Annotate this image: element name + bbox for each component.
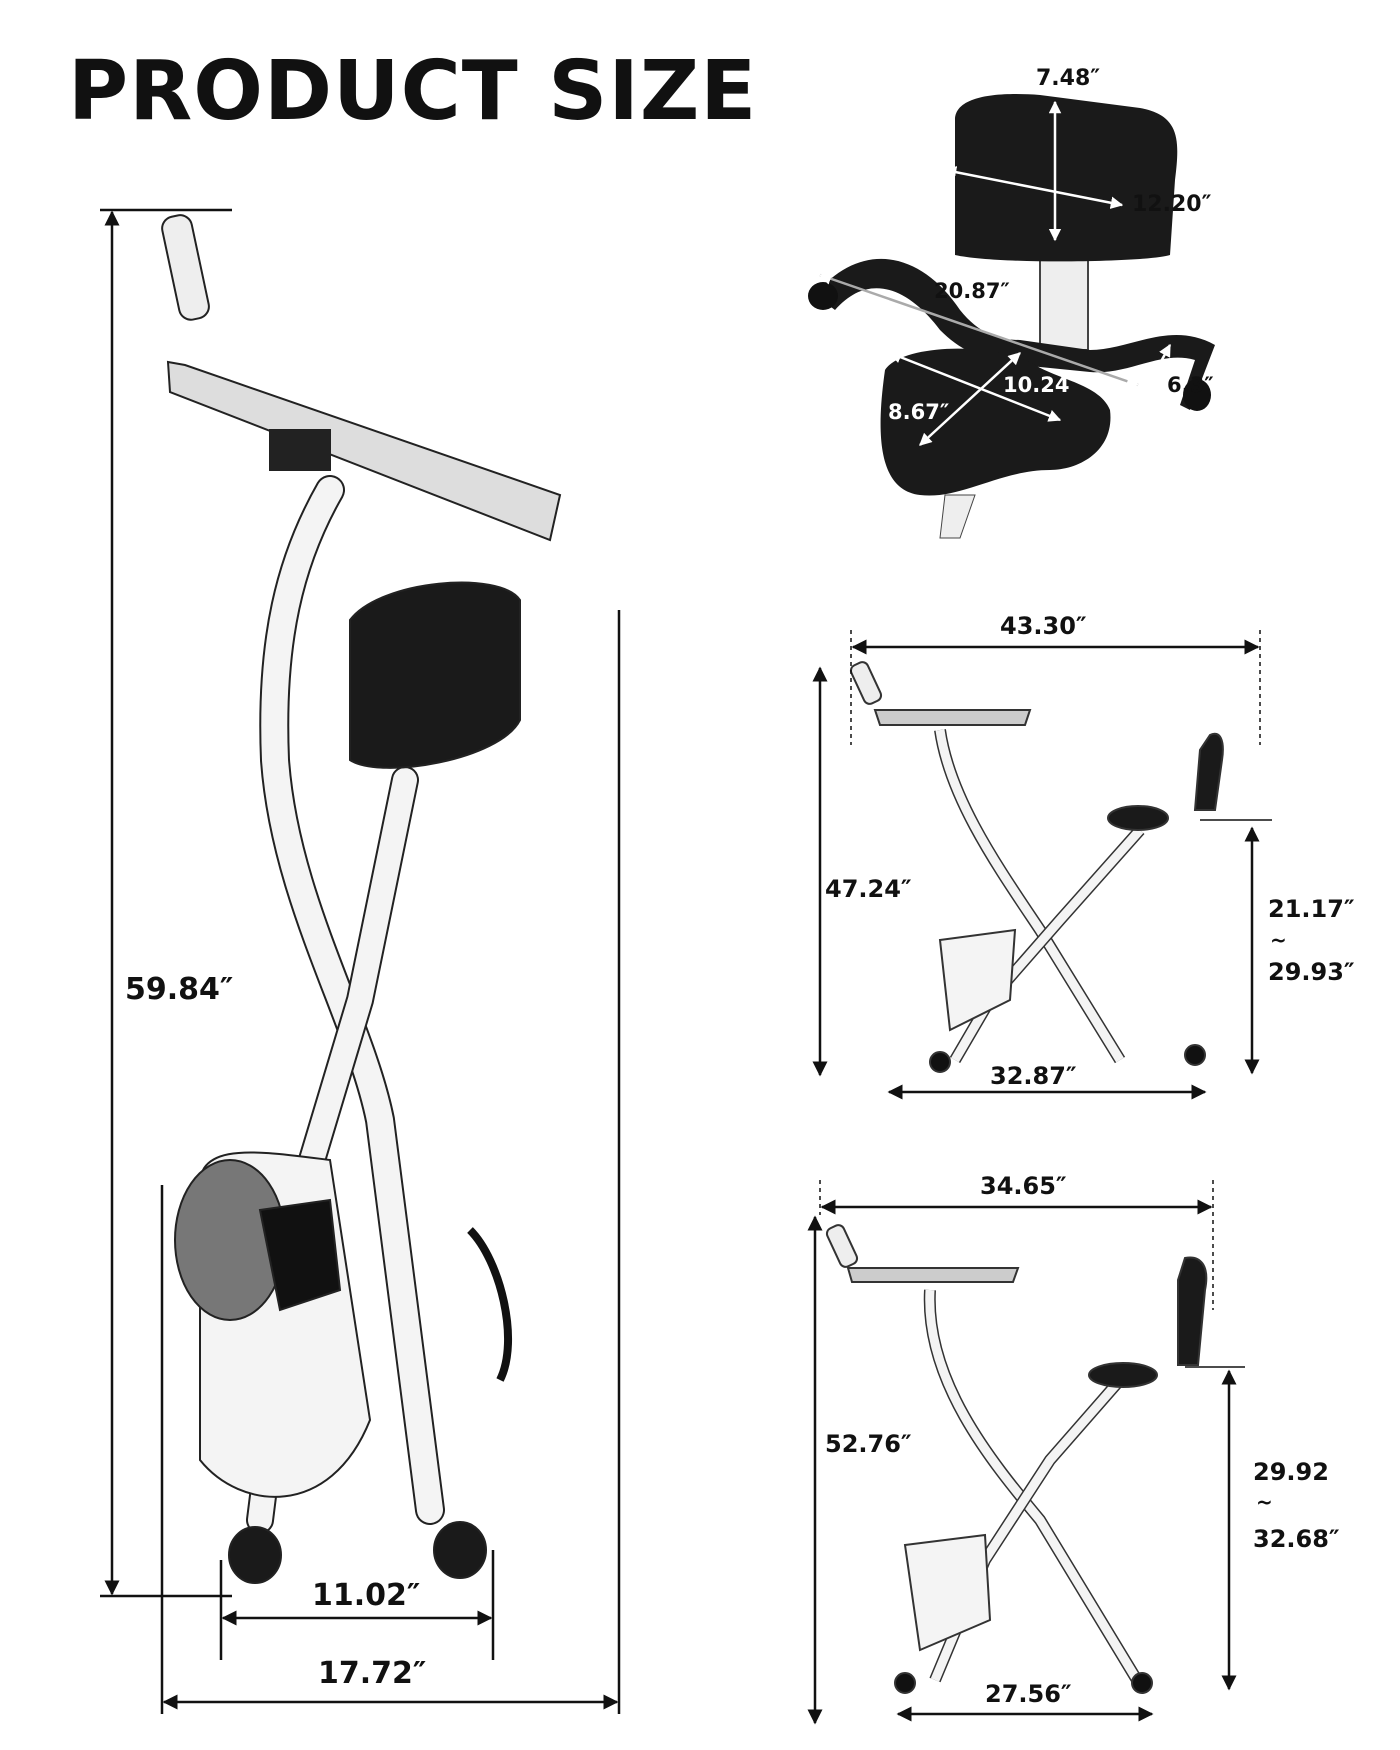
seat-detail-arrows [818, 100, 1172, 446]
high-overall-height-label: 52.76″ [825, 1430, 912, 1458]
high-seat-height-max-label: 32.68″ [1253, 1525, 1340, 1553]
low-seat-height-min-label: 21.17″ [1268, 895, 1355, 923]
tablet-holder [161, 214, 210, 321]
desk-tray [166, 360, 562, 542]
folded-outer-width-label: 17.72″ [318, 1656, 427, 1691]
folded-bike-illustration [161, 214, 562, 1584]
seat-detail-illustration [808, 94, 1215, 539]
low-overall-length-label: 43.30″ [1000, 612, 1087, 640]
low-position-dimension-lines [812, 630, 1272, 1100]
seat-width-label: 10.24″ [1003, 373, 1079, 397]
high-position-bike-illustration [825, 1224, 1208, 1694]
low-position-bike-illustration [849, 661, 1224, 1073]
high-seat-height-min-label: 29.92 [1253, 1458, 1329, 1486]
wheel [228, 1526, 282, 1584]
page-title: PRODUCT SIZE [68, 44, 758, 139]
handle-span-label: 20.87″ [934, 279, 1010, 303]
folded-dimension-lines [100, 208, 621, 1714]
high-overall-length-label: 34.65″ [980, 1172, 1067, 1200]
folded-inner-width-label: 11.02″ [312, 1578, 421, 1613]
high-position-dimension-lines [807, 1180, 1245, 1725]
backrest-width-label: 12.20″ [1132, 192, 1212, 217]
low-base-length-label: 32.87″ [990, 1062, 1077, 1090]
folded-height-label: 59.84″ [125, 972, 234, 1007]
low-range-separator: ~ [1270, 928, 1287, 952]
seat-depth-label: 8.67″ [888, 400, 950, 424]
high-base-length-label: 27.56″ [985, 1680, 1072, 1708]
low-overall-height-label: 47.24″ [825, 875, 912, 903]
wheel [433, 1521, 487, 1579]
grip-length-label: 6.3″ [1167, 373, 1214, 397]
high-range-separator: ~ [1256, 1490, 1273, 1514]
folded-seat [349, 581, 521, 769]
low-seat-height-max-label: 29.93″ [1268, 958, 1355, 986]
backrest-height-label: 7.48″ [1036, 66, 1101, 91]
